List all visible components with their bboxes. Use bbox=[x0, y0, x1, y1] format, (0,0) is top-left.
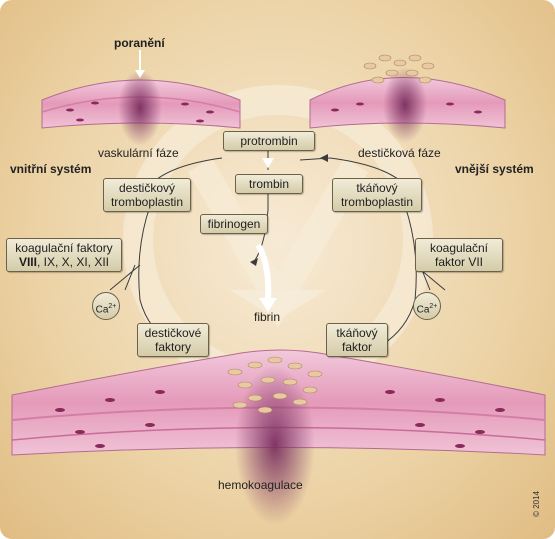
intrinsic-system-label: vnitřní systém bbox=[10, 162, 92, 176]
platelet-phase-label: destičková fáze bbox=[358, 146, 441, 160]
injury-label: poranění bbox=[114, 36, 165, 50]
hemocoagulation-tissue bbox=[11, 349, 546, 525]
vascular-phase-label: vaskulární fáze bbox=[98, 146, 179, 160]
prothrombin-box: protrombin bbox=[223, 131, 315, 151]
copyright: © 2014 bbox=[532, 491, 541, 517]
calcium-left-circle: Ca2+ bbox=[92, 292, 120, 320]
fibrinogen-box: fibrinogen bbox=[200, 214, 268, 234]
hemocoagulation-label: hemokoagulace bbox=[218, 478, 303, 492]
thrombin-box: trombin bbox=[235, 174, 303, 194]
platelet-tissue bbox=[309, 54, 506, 143]
vascular-tissue bbox=[41, 70, 241, 146]
intrinsic-coagulation-factors-box: koagulační faktory VIII, IX, X, XI, XII bbox=[6, 238, 122, 272]
calcium-right-circle: Ca2+ bbox=[413, 292, 441, 320]
extrinsic-system-label: vnější systém bbox=[455, 162, 534, 176]
fibrin-arrow bbox=[255, 243, 272, 301]
fibrin-label: fibrin bbox=[254, 310, 281, 324]
